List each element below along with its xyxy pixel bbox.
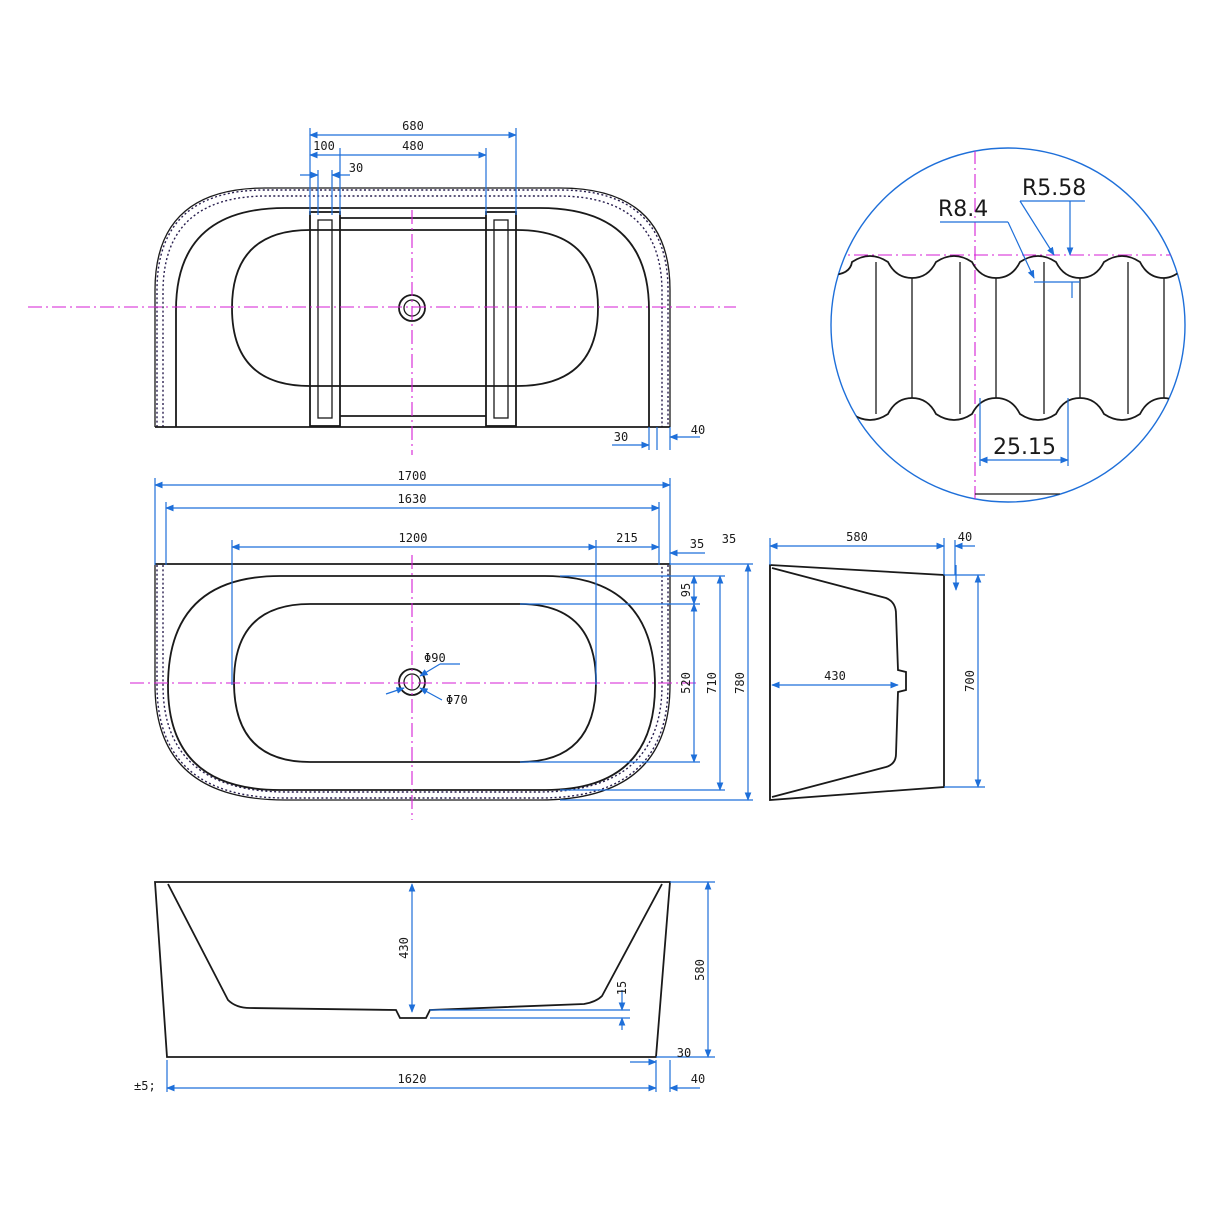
dim-680: 680	[402, 119, 424, 133]
dim-phi90: Φ90	[424, 651, 446, 665]
dim-700-side: 700	[963, 670, 977, 692]
side-view: 580 40 700 430	[769, 530, 985, 801]
dim-1620: 1620	[398, 1072, 427, 1086]
dim-780: 780	[733, 672, 747, 694]
dim-35a: 35	[690, 537, 704, 551]
dim-580-front: 580	[693, 959, 707, 981]
dim-1200: 1200	[399, 531, 428, 545]
dim-710: 710	[705, 672, 719, 694]
dim-430-side: 430	[824, 669, 846, 683]
dim-1630: 1630	[398, 492, 427, 506]
dim-95: 95	[679, 583, 693, 597]
dim-30-right: 30	[614, 430, 628, 444]
dim-430-front: 430	[397, 937, 411, 959]
dim-40-right: 40	[691, 423, 705, 437]
dim-35b: 35	[722, 532, 736, 546]
dim-40-side: 40	[958, 530, 972, 544]
label-2515: 25.15	[993, 435, 1056, 460]
dim-30-top: 30	[349, 161, 363, 175]
dim-580-side: 580	[846, 530, 868, 544]
dim-1700: 1700	[398, 469, 427, 483]
top-view: 680 480 100 30 30 40	[28, 119, 736, 455]
dim-phi70: Φ70	[446, 693, 468, 707]
plan-view: 1700 1630 1200 215 35 35 95 520 710 780	[130, 469, 753, 820]
label-r84: R8.4	[938, 197, 988, 222]
dim-215: 215	[616, 531, 638, 545]
dim-30-front: 30	[677, 1046, 691, 1060]
ridge-detail: R5.58 R8.4 25.15	[830, 147, 1186, 503]
dim-520: 520	[679, 672, 693, 694]
tolerance-note: ±5;	[134, 1079, 156, 1093]
dim-480: 480	[402, 139, 424, 153]
dim-100: 100	[313, 139, 335, 153]
dim-15-front: 15	[615, 981, 629, 995]
label-r558: R5.58	[1022, 176, 1086, 201]
dim-40-front: 40	[691, 1072, 705, 1086]
front-view: 430 15 580 30 1620 40 ±5;	[134, 881, 715, 1093]
